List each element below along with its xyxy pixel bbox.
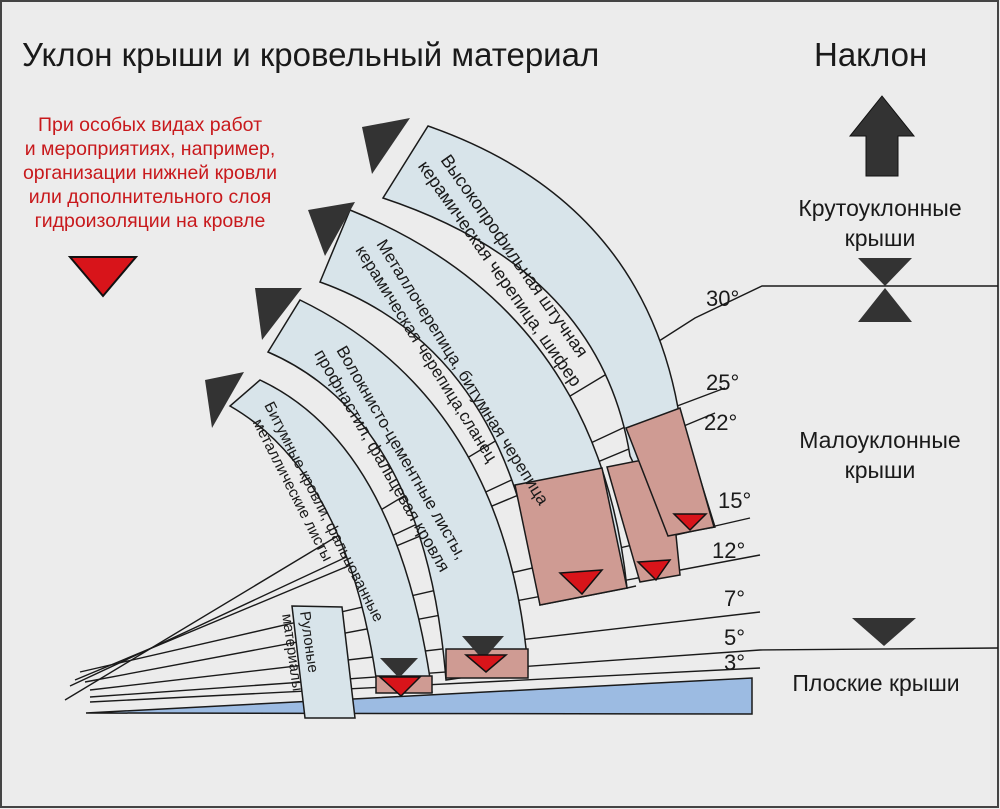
zone-steep-line-1: Крутоуклонные [798, 195, 961, 221]
red-marker-high-profile-mid [636, 559, 672, 582]
zone-flat: Плоские крыши [792, 670, 959, 696]
zone-low-line-2: крыши [845, 457, 916, 483]
boundary-marker-bottom [858, 288, 912, 322]
red-markers [378, 513, 708, 698]
diagram-title: Уклон крыши и кровельный материал [22, 36, 599, 73]
red-marker-fiber-cement [463, 654, 509, 673]
zone-steep-line-2: крыши [845, 225, 916, 251]
boundary-marker-top [858, 258, 912, 286]
red-marker-bitumen [378, 676, 422, 698]
band-metal-tile-edge [626, 585, 637, 589]
red-marker-metal-tile [558, 569, 604, 596]
note-line-4: или дополнительного слоя [29, 186, 272, 208]
dark-markers [205, 118, 504, 678]
note-line-3: организации нижней кровли [23, 162, 277, 184]
zone-low-line-1: Малоуклонные [799, 427, 960, 453]
note-red-triangle-marker [67, 256, 139, 298]
red-marker-high-profile-top [672, 513, 708, 532]
angle-label-25: 25° [706, 370, 739, 395]
band-rolled-materials [291, 605, 356, 719]
angle-label-15: 15° [718, 488, 751, 513]
note-line-5: гидроизоляции на кровле [35, 210, 266, 232]
angle-label-30: 30° [706, 286, 739, 311]
band-high-profile-top-special-zone [625, 407, 715, 537]
dark-marker-bitumen [205, 372, 244, 428]
angle-labels: 30° 25° 22° 15° 12° 7° 5° 3° [704, 286, 751, 675]
dark-marker-metal-tile [308, 202, 355, 256]
flat-boundary-marker [852, 618, 916, 646]
angle-label-22: 22° [704, 410, 737, 435]
special-note: При особых видах работ и мероприятиях, н… [23, 114, 277, 298]
up-arrow-icon [848, 95, 916, 177]
dark-marker-fiber-cement-low [462, 636, 504, 660]
angle-label-5: 5° [724, 625, 745, 650]
note-line-1: При особых видах работ [38, 114, 262, 136]
angle-label-12: 12° [712, 538, 745, 563]
angle-label-3: 3° [724, 650, 745, 675]
dark-marker-high-profile [362, 118, 410, 174]
slope-zones: Крутоуклонные крыши Малоуклонные крыши П… [792, 95, 962, 696]
flat-roof-base [85, 677, 753, 715]
dark-marker-fiber-cement [255, 288, 302, 340]
angle-label-7: 7° [724, 586, 745, 611]
note-line-2: и мероприятиях, например, [25, 138, 276, 160]
dark-marker-bitumen-low [380, 658, 418, 678]
slope-header: Наклон [814, 36, 927, 73]
